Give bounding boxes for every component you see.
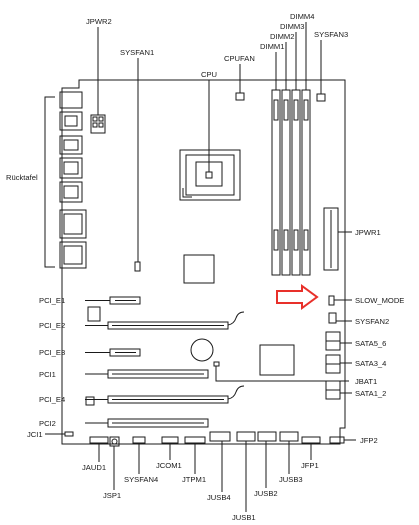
rear-panel-io [59,91,87,269]
label-jcom1: JCOM1 [156,461,182,470]
label-sysfan2: SYSFAN2 [355,317,389,326]
bottom-headers [89,431,356,512]
label-jsp1: JSP1 [103,491,121,500]
label-sata5-6: SATA5_6 [355,339,386,348]
label-jfp1: JFP1 [301,461,319,470]
label-slow-mode: SLOW_MODE [355,296,404,305]
pci-e4-slot [85,385,245,404]
label-jci1: JCI1 [27,430,43,439]
sata-connectors [325,331,352,400]
label-sysfan1: SYSFAN1 [120,48,154,57]
pci-e1-slot [85,296,141,305]
jpwr2-connector [90,27,106,134]
pci1-slot [85,369,209,379]
label-cpu: CPU [201,70,217,79]
label-sysfan3: SYSFAN3 [314,30,348,39]
label-jaud1: JAUD1 [82,463,106,472]
label-jusb2: JUSB2 [254,489,278,498]
chipset-south [259,344,295,376]
label-jusb1: JUSB1 [232,513,256,522]
sysfan3-connector [316,40,326,102]
label-dimm2: DIMM2 [270,32,294,41]
small-chip-left [87,306,101,322]
label-sata3-4: SATA3_4 [355,359,386,368]
label-cpufan: CPUFAN [224,54,255,63]
label-jfp2: JFP2 [360,436,378,445]
label-jtpm1: JTPM1 [182,475,206,484]
label-jbat1: JBAT1 [355,377,377,386]
small-chip-pci [85,396,95,406]
ruecktafel-bracket [44,96,55,268]
label-jusb4: JUSB4 [207,493,231,502]
label-pci-e4: PCI_E4 [39,395,65,404]
pci-e3-slot [85,348,141,357]
board-outline [61,79,346,445]
label-jpwr2: JPWR2 [86,17,112,26]
chipset-north [183,254,215,284]
pci2-slot [85,418,209,428]
label-dimm3: DIMM3 [280,22,304,31]
pci-e2-slot [85,311,245,330]
label-sysfan4: SYSFAN4 [124,475,158,484]
label-dimm4: DIMM4 [290,12,314,21]
dimm-slots [271,22,311,276]
label-dimm1: DIMM1 [260,42,284,51]
cpufan-connector [235,64,245,101]
label-pci-e2: PCI_E2 [39,321,65,330]
label-pci-e1: PCI_E1 [39,296,65,305]
label-pci2: PCI2 [39,419,56,428]
label-pci-e3: PCI_E3 [39,348,65,357]
sysfan1-connector [134,58,141,272]
battery [190,338,214,362]
highlight-arrow-icon [276,284,319,310]
label-jusb3: JUSB3 [279,475,303,484]
jpwr1-connector [323,207,352,271]
jbat1-jumper [213,361,349,382]
jci1-connector [45,431,74,437]
label-ruecktafel: Rücktafel [6,173,38,182]
label-sata1-2: SATA1_2 [355,389,386,398]
slow-mode-switch [328,295,352,306]
cpu-socket [179,80,241,201]
sysfan2-connector [328,312,352,324]
label-jpwr1: JPWR1 [355,228,381,237]
label-pci1: PCI1 [39,370,56,379]
